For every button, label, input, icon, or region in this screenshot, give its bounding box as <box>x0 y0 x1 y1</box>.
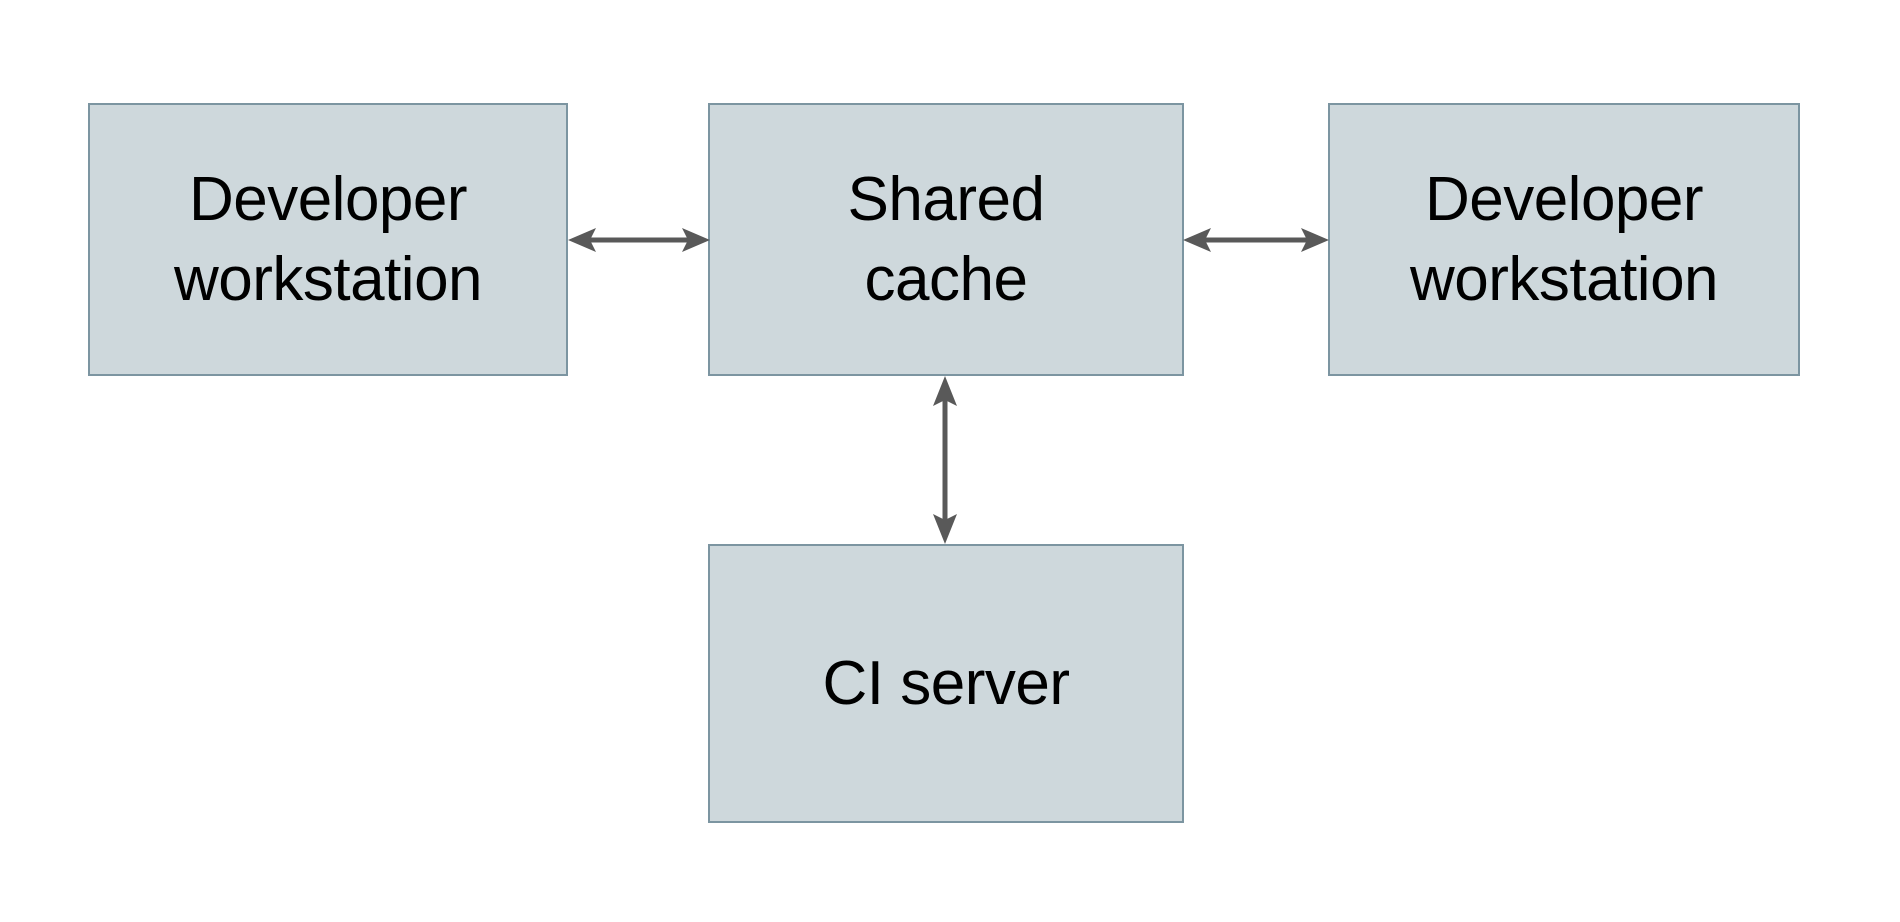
edge-shared-cache-to-developer-right[interactable] <box>1181 216 1331 264</box>
edge-shared-cache-to-ci-server[interactable] <box>921 374 969 546</box>
node-developer-workstation-right[interactable]: Developer workstation <box>1328 103 1800 376</box>
node-ci-server[interactable]: CI server <box>708 544 1184 823</box>
double-arrow-icon <box>568 228 710 252</box>
edge-developer-left-to-shared-cache[interactable] <box>566 216 712 264</box>
double-arrow-icon <box>933 376 957 544</box>
node-label: CI server <box>822 648 1070 718</box>
node-label: Shared cache <box>847 165 1045 314</box>
double-arrow-icon <box>1183 228 1329 252</box>
node-label: Developer workstation <box>1409 165 1719 314</box>
node-label: Developer workstation <box>173 165 483 314</box>
node-developer-workstation-left[interactable]: Developer workstation <box>88 103 568 376</box>
node-shared-cache[interactable]: Shared cache <box>708 103 1184 376</box>
